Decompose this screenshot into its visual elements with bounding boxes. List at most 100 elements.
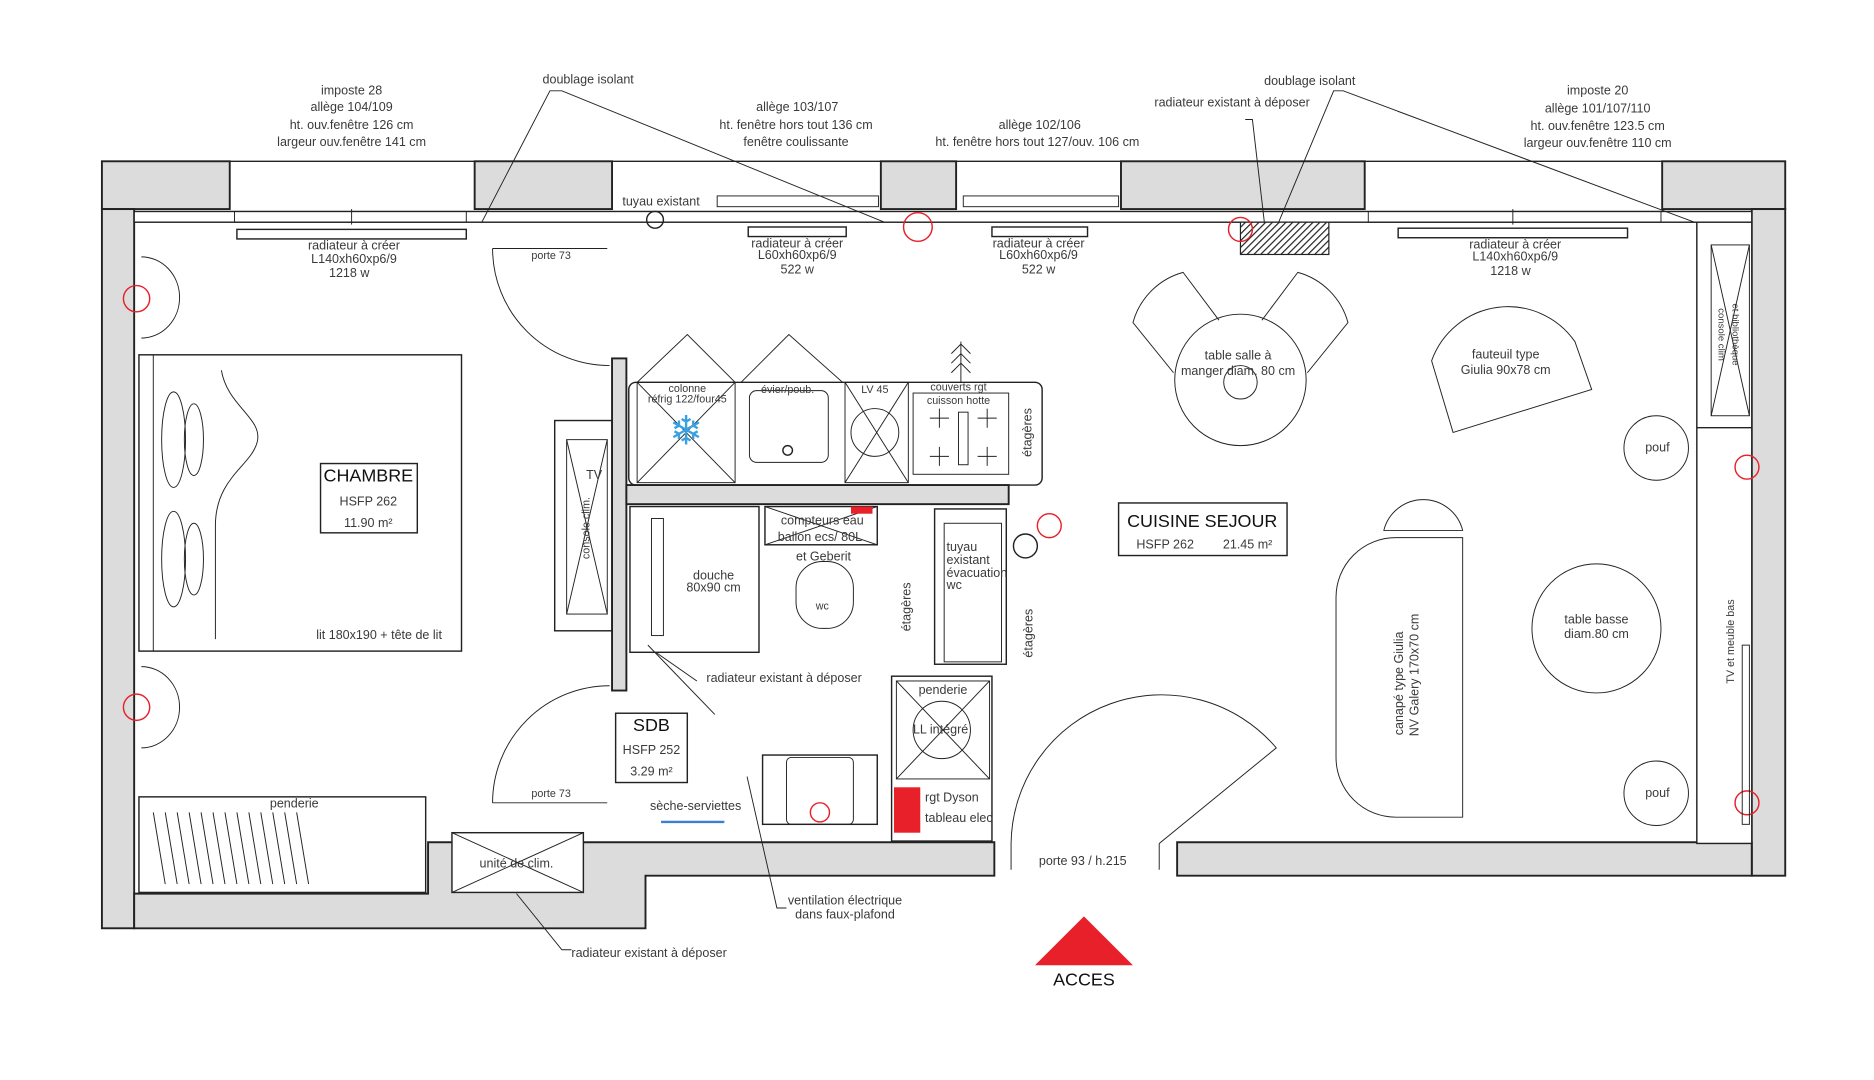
door-label: porte 73 bbox=[531, 788, 570, 800]
leader-lines bbox=[481, 90, 1695, 951]
triangle-access-icon bbox=[1034, 916, 1133, 966]
towel-rail-label: sèche-serviettes bbox=[650, 799, 741, 813]
sofa-label: NV Galery 170x70 cm bbox=[1407, 614, 1421, 737]
shower-label: 80x90 cm bbox=[686, 580, 740, 594]
annotation-text: dans faux-plafond bbox=[795, 908, 895, 922]
annotation-text: allège 104/109 bbox=[310, 100, 392, 114]
outlet-cross-circle-icon bbox=[1227, 216, 1254, 243]
room-name: CHAMBRE bbox=[324, 465, 414, 485]
hob-label: couverts rgt bbox=[930, 382, 986, 394]
shelves-label: étagères bbox=[900, 583, 914, 632]
pouf-label: pouf bbox=[1645, 441, 1670, 455]
annotation-text: ht. fenêtre hors tout 127/ouv. 106 cm bbox=[935, 135, 1139, 149]
pipe-label: évacuation bbox=[947, 566, 1008, 580]
outlet-cross-circle-icon bbox=[122, 693, 151, 722]
annotation-text: radiateur existant à déposer bbox=[571, 946, 726, 960]
radiator-label: radiateur à créer bbox=[751, 236, 843, 250]
console-label: et bibliothèque bbox=[1730, 303, 1741, 365]
coffee-table-label: diam.80 cm bbox=[1564, 627, 1629, 641]
wardrobe-label: penderie bbox=[919, 683, 968, 697]
annotation-text: tuyau existant bbox=[622, 194, 700, 208]
window-3-annotation: allège 102/106 ht. fenêtre hors tout 127… bbox=[935, 118, 1139, 149]
wc-label: wc bbox=[815, 600, 830, 612]
storage-label: tableau elec bbox=[925, 811, 993, 825]
room-name: SDB bbox=[633, 715, 670, 735]
radiator-label: 522 w bbox=[780, 263, 814, 277]
radiator-label: L60xh60xp6/9 bbox=[758, 248, 837, 262]
annotation-text: ht. ouv.fenêtre 123.5 cm bbox=[1531, 119, 1665, 133]
dining-table-label: manger diam. 80 cm bbox=[1181, 364, 1295, 378]
shower-label: douche bbox=[693, 568, 734, 582]
window-2-annotation: allège 103/107 ht. fenêtre hors tout 136… bbox=[719, 100, 872, 149]
pipe-label: wc bbox=[946, 578, 962, 592]
radiator-labels: radiateur à créer L140xh60xp6/9 1218 w r… bbox=[308, 236, 1561, 280]
radiator-label: radiateur à créer bbox=[993, 236, 1085, 250]
wardrobe-label: penderie bbox=[270, 797, 319, 811]
sdb-furniture bbox=[625, 484, 1039, 826]
outlet-cross-circle-icon bbox=[1036, 513, 1062, 539]
annotation-text: allège 103/107 bbox=[756, 100, 838, 114]
fridge-label: colonne bbox=[668, 383, 706, 395]
radiator-label: radiateur à créer bbox=[1469, 237, 1561, 251]
shelves-label: étagères bbox=[1020, 408, 1034, 457]
clim-unit-label: unité de clim. bbox=[480, 856, 554, 870]
fridge-label: réfrig 122/four45 bbox=[648, 394, 727, 406]
snowflake-icon: ❄ bbox=[669, 407, 703, 453]
annotation-text: allège 101/107/110 bbox=[1545, 101, 1651, 115]
dishwasher-label: LV 45 bbox=[861, 384, 888, 396]
entry-furniture bbox=[890, 675, 1277, 966]
annotation-text: largeur ouv.fenêtre 110 cm bbox=[1524, 136, 1672, 150]
meters-label: et Geberit bbox=[796, 549, 852, 563]
meters-label: ballon ecs/ 80L bbox=[778, 530, 862, 544]
room-name: CUISINE SEJOUR bbox=[1127, 511, 1277, 531]
kitchen-labels: colonne réfrig 122/four45 évier/poub. LV… bbox=[648, 382, 1035, 457]
door-label: porte 93 / h.215 bbox=[1039, 854, 1127, 868]
annotation-text: ht. fenêtre hors tout 136 cm bbox=[719, 118, 872, 132]
radiator-label: 1218 w bbox=[329, 266, 370, 280]
access-label: ACCES bbox=[1053, 970, 1115, 990]
room-area: 3.29 m² bbox=[630, 764, 672, 778]
radiators bbox=[236, 221, 1629, 256]
pipe-label: existant bbox=[947, 553, 991, 567]
coffee-table-label: table basse bbox=[1564, 613, 1628, 627]
radiator-label: radiateur à créer bbox=[308, 239, 400, 253]
door-label: porte 73 bbox=[531, 250, 570, 262]
annotation-text: imposte 28 bbox=[321, 83, 382, 97]
outlet-cross-circle-icon bbox=[1734, 454, 1760, 480]
sink-label: évier/poub. bbox=[761, 384, 814, 396]
window-4-annotation: imposte 20 allège 101/107/110 ht. ouv.fe… bbox=[1524, 83, 1672, 150]
outlet-cross-circle-icon bbox=[902, 211, 933, 243]
shelves-label: étagères bbox=[1022, 609, 1036, 658]
annotation-text: largeur ouv.fenêtre 141 cm bbox=[277, 135, 426, 149]
tv-label: TV bbox=[586, 468, 603, 482]
radiator-label: 522 w bbox=[1022, 263, 1056, 277]
meters-label: compteurs eau bbox=[781, 513, 864, 527]
room-hsfp: HSFP 262 bbox=[1136, 537, 1194, 551]
radiator-label: L60xh60xp6/9 bbox=[999, 248, 1078, 262]
console-label: console clim. bbox=[580, 497, 592, 559]
room-area: 21.45 m² bbox=[1223, 537, 1272, 551]
annotation-text: allège 102/106 bbox=[999, 118, 1081, 132]
kitchen-furniture: ❄ bbox=[628, 333, 1043, 486]
outlets bbox=[122, 211, 1760, 816]
outlet-cross-circle-icon bbox=[1734, 790, 1760, 816]
armchair-label: Giulia 90x78 cm bbox=[1461, 363, 1551, 377]
annotation-text: ht. ouv.fenêtre 126 cm bbox=[290, 118, 414, 132]
annotation-text: imposte 20 bbox=[1567, 83, 1628, 97]
room-label-chambre: CHAMBRE HSFP 262 11.90 m² bbox=[324, 465, 414, 529]
room-hsfp: HSFP 262 bbox=[340, 494, 398, 508]
dining-table-label: table salle à bbox=[1205, 349, 1272, 363]
tv-label: TV et meuble bas bbox=[1725, 599, 1737, 683]
washer-label: LL intégré bbox=[913, 723, 968, 737]
room-hsfp: HSFP 252 bbox=[623, 743, 681, 757]
radiator-label: 1218 w bbox=[1490, 264, 1531, 278]
annotation-text: doublage isolant bbox=[1264, 74, 1356, 88]
sofa-label: canapé type Giulia bbox=[1392, 631, 1406, 735]
room-area: 11.90 m² bbox=[344, 516, 393, 530]
exterior-walls bbox=[100, 160, 1787, 930]
window-1-annotation: imposte 28 allège 104/109 ht. ouv.fenêtr… bbox=[277, 83, 426, 148]
armchair-label: fauteuil type bbox=[1472, 347, 1540, 361]
bed-label: lit 180x190 + tête de lit bbox=[316, 628, 442, 642]
pipe-label: tuyau bbox=[947, 540, 978, 554]
annotation-text: fenêtre coulissante bbox=[743, 135, 848, 149]
